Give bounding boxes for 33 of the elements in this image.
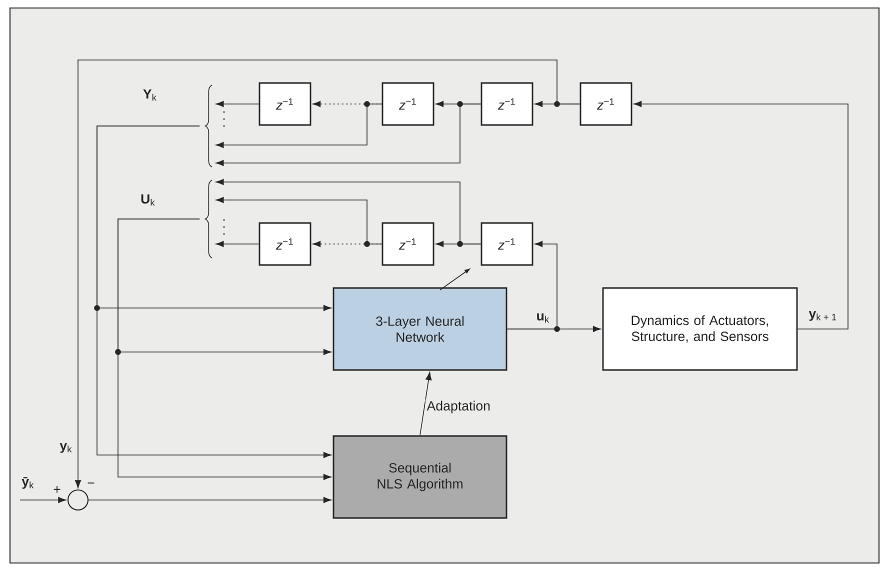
delay-box: z$^{−1}$ [382, 222, 434, 266]
arrow [216, 104, 382, 148]
delay-box: z$^{−1}$ [480, 222, 534, 266]
arrow [216, 104, 482, 166]
arrow [216, 196, 382, 244]
delay-box: z$^{−1}$ [258, 222, 312, 266]
arrow [96, 126, 332, 458]
arrow [74, 60, 580, 488]
arrow [634, 100, 848, 330]
brace [204, 180, 212, 258]
edge-label: u$_{k}$ [534, 312, 552, 324]
edge-label: Adaptation [425, 399, 492, 415]
arrow [118, 218, 332, 480]
process-box: Dynamics of Actuators, Structure, and Sensors [602, 287, 798, 371]
delay-box: z$^{−1}$ [382, 82, 434, 126]
arrow [20, 496, 66, 504]
process-box: Sequential NLS Algorithm [332, 435, 508, 519]
sign-label: + [54, 486, 60, 493]
delay-box: z$^{−1}$ [580, 82, 632, 126]
delay-box: z$^{−1}$ [258, 82, 312, 126]
arrow [216, 100, 260, 108]
signal-label: U$_{k}$ [141, 194, 155, 206]
arrow [420, 372, 432, 436]
arrow [88, 496, 332, 504]
delay-box: z$^{−1}$ [480, 82, 534, 126]
process-box: 3-Layer Neural Network [332, 287, 508, 371]
sign-label: − [88, 482, 94, 484]
signal-label: Y$_{k}$ [143, 89, 156, 101]
brace [204, 84, 212, 168]
arrow [506, 240, 558, 330]
arrow [216, 240, 260, 248]
arrow [216, 178, 482, 244]
summing-junction [67, 489, 89, 511]
